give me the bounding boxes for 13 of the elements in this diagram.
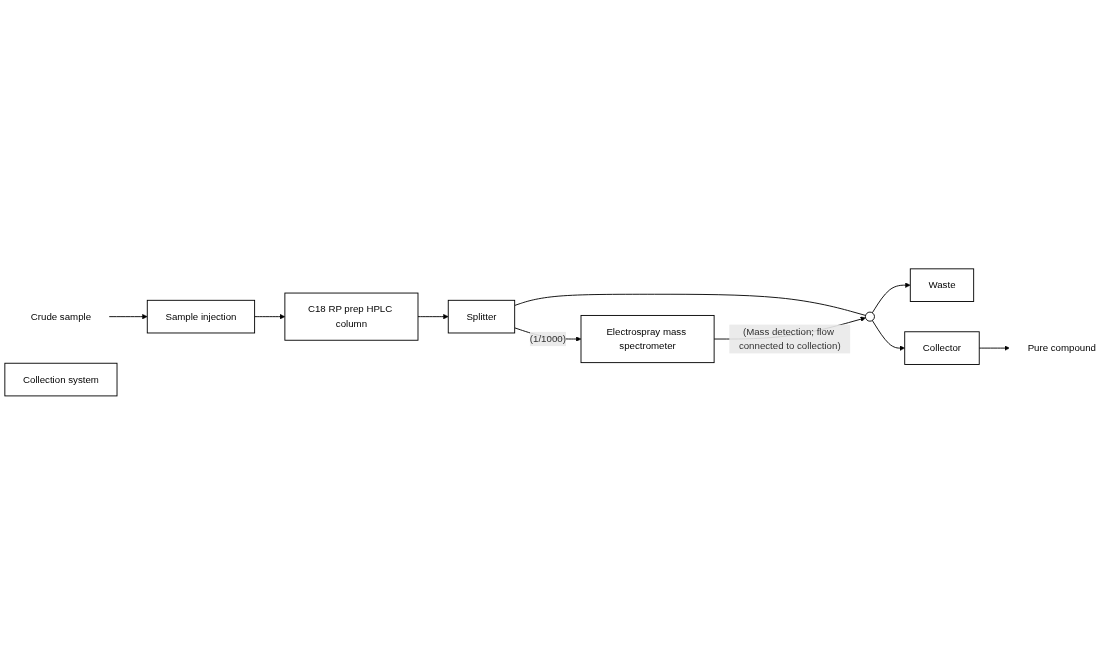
node-box: Splitter bbox=[447, 299, 516, 334]
node-circle bbox=[864, 311, 875, 322]
edge-label: (1/1000) bbox=[529, 333, 566, 344]
node-box: Collector bbox=[904, 331, 980, 366]
node-text: Pure compound bbox=[1027, 342, 1096, 354]
node-box: Collection system bbox=[4, 362, 118, 397]
node-box: Electrospray mass spectrometer bbox=[580, 315, 715, 364]
edge-label: (Mass detection; flow connected to collection) bbox=[738, 326, 841, 352]
node-box: C18 RP prep HPLC column bbox=[284, 292, 419, 341]
connector bbox=[514, 293, 866, 316]
node-text: Crude sample bbox=[30, 311, 92, 322]
node-box: Waste bbox=[909, 268, 975, 303]
node-box: Sample injection bbox=[146, 299, 256, 334]
